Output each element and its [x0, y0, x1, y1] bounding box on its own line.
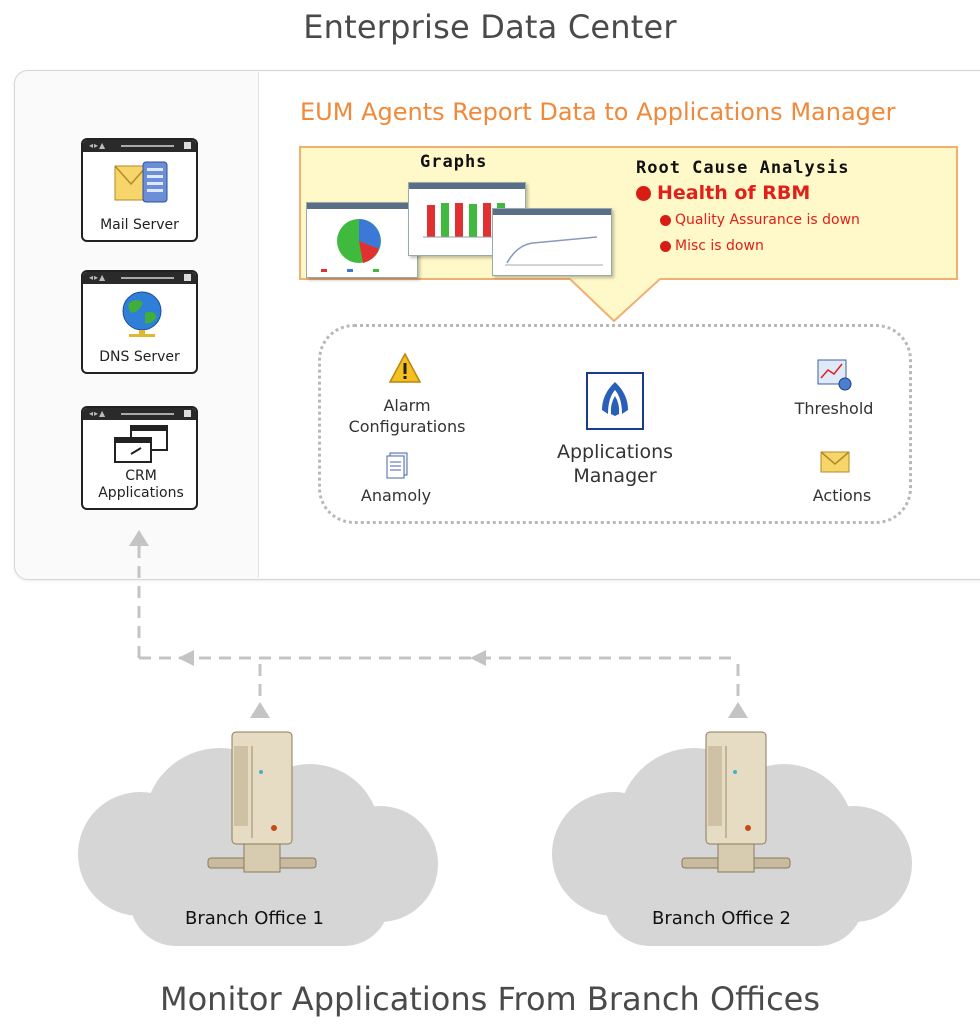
windows-icon — [114, 425, 168, 463]
server-label: CRM Applications — [98, 468, 184, 501]
alarm-warning-icon — [388, 352, 422, 383]
server-crm-applications: ◂▸▲ CRM Applications — [81, 406, 198, 510]
threshold-chart-icon — [817, 359, 852, 391]
alarm-configurations-label: Alarm Configurations — [348, 396, 466, 436]
server-dns-server: ◂▸▲ DNS Server — [81, 270, 198, 374]
server-label: DNS Server — [99, 349, 180, 365]
anomaly-label: Anamoly — [360, 486, 432, 505]
graphs-label: Graphs — [420, 152, 488, 172]
globe-icon — [122, 291, 162, 337]
report-title: EUM Agents Report Data to Applications M… — [300, 98, 896, 126]
rca-sub-item: Quality Assurance is down — [660, 212, 860, 228]
server-label: Mail Server — [100, 217, 179, 233]
rca-health-item: Health of RBM — [636, 182, 810, 204]
document-icon — [386, 452, 408, 479]
alert-bullet-icon — [660, 240, 671, 252]
rca-sub-text: Quality Assurance is down — [675, 212, 860, 228]
branch-cloud-2 — [552, 748, 912, 946]
diagram-title: Enterprise Data Center — [303, 8, 677, 46]
rca-sub-text: Misc is down — [675, 238, 764, 254]
applications-manager-hub — [318, 324, 912, 524]
actions-label: Actions — [812, 486, 872, 505]
applications-manager-icon — [586, 372, 644, 430]
rca-sub-item: Misc is down — [660, 238, 764, 254]
applications-manager-label: Applications Manager — [556, 441, 674, 487]
diagram-footer-title: Monitor Applications From Branch Offices — [159, 980, 821, 1018]
server-mail-server: ◂▸▲ Mail Server — [81, 138, 198, 242]
alert-bullet-icon — [636, 186, 651, 201]
mail-server-icon — [114, 161, 168, 203]
rca-label: Root Cause Analysis — [636, 158, 850, 178]
branch-server-icon — [207, 731, 317, 873]
rca-health-text: Health of RBM — [657, 182, 811, 204]
branch-office-label: Branch Office 1 — [185, 908, 324, 929]
alert-bullet-icon — [660, 214, 671, 226]
line-chart-thumbnail — [492, 208, 612, 276]
pie-chart-thumbnail — [306, 202, 418, 278]
threshold-label: Threshold — [794, 399, 874, 418]
branch-office-label: Branch Office 2 — [652, 908, 791, 929]
envelope-icon — [820, 451, 850, 473]
callout-pointer — [570, 278, 660, 323]
branch-server-icon — [681, 731, 791, 873]
